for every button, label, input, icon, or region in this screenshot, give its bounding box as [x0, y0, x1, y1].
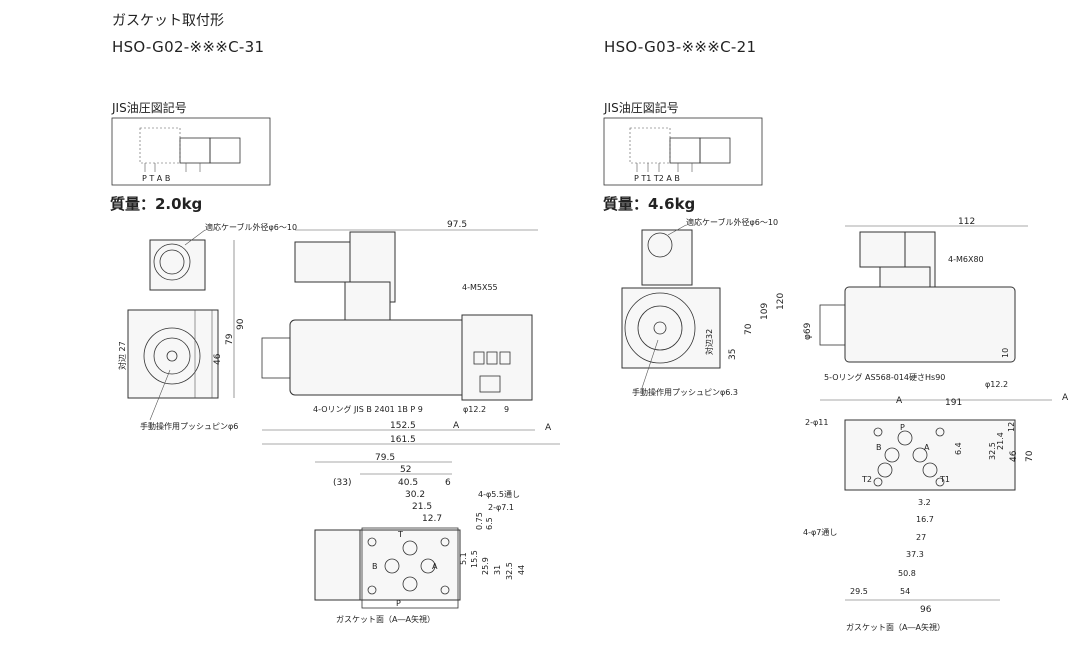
dim-21.5: 21.5	[412, 502, 432, 512]
end-view-right: 適応ケーブル外径φ6～10 対辺32 35 70 109 120 手動操作用プッ…	[621, 217, 786, 397]
dim-29.5: 29.5	[850, 587, 868, 596]
dim-112: 112	[958, 217, 975, 227]
dim-10: 10	[1001, 348, 1010, 358]
dim-70-right: 70	[744, 323, 754, 335]
dim-54: 54	[900, 587, 910, 596]
port-a-right: A	[924, 443, 930, 452]
side-view-left: 97.5 4-M5X55 4-Oリング JIS B 2401 1B P 9 φ1…	[261, 220, 560, 445]
dim-21.4: 21.4	[996, 432, 1005, 450]
dim-32.5-right: 32.5	[988, 442, 997, 460]
dim-79.5: 79.5	[375, 453, 395, 463]
dim-44: 44	[517, 565, 526, 575]
jis-symbol-left: P T A B	[111, 117, 271, 186]
dim-79-left: 79	[225, 333, 235, 345]
dim-50.8: 50.8	[898, 569, 916, 578]
port-p-right: P	[900, 423, 905, 432]
end-view-left: 対辺 27 90 79 46 適応ケーブル外径φ6～10 手動操作用プッシュピン…	[117, 222, 297, 431]
port-b-left: B	[372, 562, 378, 571]
dim-52: 52	[400, 465, 411, 475]
jis-ports-right: P T1 T2 A B	[634, 174, 680, 183]
holes7-label: 4-φ7通し	[803, 527, 837, 537]
dim-109: 109	[760, 303, 770, 320]
mass-right: 質量：4.6kg	[603, 195, 696, 213]
dim-30.2: 30.2	[405, 490, 425, 500]
port-t-left: T	[397, 530, 403, 539]
dim-120: 120	[776, 293, 786, 310]
dim-12-right: 12	[1007, 422, 1016, 432]
bolts-label-left: 4-M5X55	[462, 283, 498, 292]
dim-12.2-left: φ12.2	[463, 405, 486, 414]
gasket-label-left: ガスケット面（A―A矢視）	[336, 614, 435, 624]
oring-label-left: 4-Oリング JIS B 2401 1B P 9	[313, 404, 423, 414]
jis-symbol-right: P T1 T2 A B	[603, 117, 763, 186]
jis-ports-left: P T A B	[142, 174, 170, 183]
section-a-right-2: A	[1062, 393, 1069, 403]
dim-32.5-left: 32.5	[505, 562, 514, 580]
section-a-left-2: A	[545, 423, 552, 433]
dim-9-left: 9	[504, 405, 509, 414]
jis-label-left: JIS油圧図記号	[112, 101, 187, 115]
hole-label-1: 4-φ5.5通し	[478, 489, 520, 499]
dim-6: 6	[445, 478, 451, 488]
dim-46-left: 46	[213, 353, 223, 365]
dim-90-left: 90	[236, 318, 246, 330]
port-t1-right: T1	[939, 475, 950, 484]
section-a-left-1: A	[453, 421, 460, 431]
width-across-right: 対辺32	[704, 329, 714, 355]
port-a-left: A	[432, 562, 438, 571]
dim-40.5: 40.5	[398, 478, 418, 488]
dim-69: φ69	[803, 322, 813, 340]
dim-16.7: 16.7	[916, 515, 934, 524]
dim-15.5: 15.5	[470, 550, 479, 568]
cable-label-right: 適応ケーブル外径φ6～10	[686, 217, 778, 227]
gasket-face-left: T B A P 79.5 52 (33) 40.5 6 30.2 21.5 12…	[314, 453, 526, 624]
gasket-face-right: P B A T2 T1 2-φ11 4-φ7通し 12 21.4 6.4 32.…	[803, 418, 1035, 632]
dim-12.7: 12.7	[422, 514, 442, 524]
section-title: ガスケット取付形	[112, 13, 224, 29]
model-number-left: HSO-G02-※※※C-31	[112, 38, 265, 56]
dim-27: 27	[916, 533, 926, 542]
mass-left: 質量：2.0kg	[110, 195, 203, 213]
dim-96: 96	[920, 605, 932, 615]
dim-31: 31	[493, 565, 502, 575]
jis-label-right: JIS油圧図記号	[604, 101, 679, 115]
dim-25.9: 25.9	[481, 557, 490, 575]
port-t2-right: T2	[861, 475, 872, 484]
dim-5.1: 5.1	[459, 552, 468, 565]
dim-6.4: 6.4	[954, 442, 963, 455]
hole-label-2: 2-φ7.1	[488, 503, 514, 512]
pushpin-label-right: 手動操作用プッシュピンφ6.3	[632, 387, 738, 397]
gasket-label-right: ガスケット面（A―A矢視）	[846, 622, 945, 632]
holes11-label: 2-φ11	[805, 418, 828, 427]
dim-97.5: 97.5	[447, 220, 467, 230]
dim-33: (33)	[333, 478, 351, 488]
pushpin-label-left: 手動操作用プッシュピンφ6	[140, 421, 238, 431]
width-across-left: 対辺 27	[117, 341, 127, 370]
dim-0.75: 0.75	[475, 512, 484, 530]
dim-46-right: 46	[1009, 450, 1019, 462]
bolts-label-right: 4-M6X80	[948, 255, 984, 264]
dim-161.5: 161.5	[390, 435, 416, 445]
section-a-right-1: A	[896, 396, 903, 406]
dim-12.2-right: φ12.2	[985, 380, 1008, 389]
oring-label-right: 5-Oリング AS568-014硬さHs90	[824, 372, 945, 382]
dim-70-gasket: 70	[1025, 450, 1035, 462]
port-p-left: P	[396, 599, 401, 608]
dim-37.3: 37.3	[906, 550, 924, 559]
dim-35: 35	[728, 349, 738, 360]
dim-3.2: 3.2	[918, 498, 931, 507]
dim-152.5: 152.5	[390, 421, 416, 431]
dim-6.5: 6.5	[485, 517, 494, 530]
cable-label-left: 適応ケーブル外径φ6～10	[205, 222, 297, 232]
port-b-right: B	[876, 443, 882, 452]
side-view-right: 112 4-M6X80 φ69 5-Oリング AS568-014硬さHs90 φ…	[803, 217, 1069, 408]
model-number-right: HSO-G03-※※※C-21	[604, 38, 757, 56]
dim-191: 191	[945, 398, 962, 408]
